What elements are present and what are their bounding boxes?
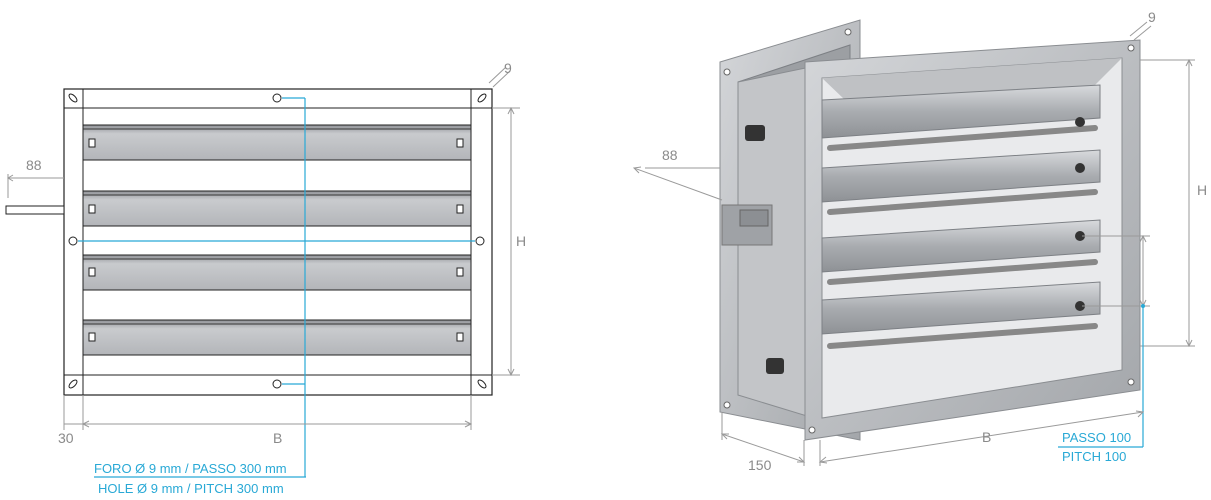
- blade: [82, 319, 472, 356]
- dim-88-label: 88: [26, 157, 42, 173]
- depth-dimension: 150: [720, 412, 806, 473]
- hole-pitch-leader: [78, 97, 475, 478]
- dim-h-iso-label: H: [1197, 182, 1207, 198]
- flange-dimension: 9: [1129, 9, 1156, 41]
- shaft-dimension: 88: [632, 147, 723, 201]
- width-dimension: B: [818, 410, 1145, 466]
- hole-note-it: FORO Ø 9 mm / PASSO 300 mm: [94, 461, 287, 476]
- pitch-note-en: PITCH 100: [1062, 449, 1126, 464]
- dim-9-label: 9: [504, 60, 512, 76]
- blade: [82, 254, 472, 291]
- linkage-arm: [745, 125, 765, 141]
- dim-b-iso-label: B: [982, 429, 991, 445]
- shaft: [5, 205, 65, 215]
- mounting-hole-icon: [723, 28, 1135, 434]
- mounting-hole-icon: [68, 93, 485, 389]
- blade: [821, 84, 1101, 151]
- blade: [821, 281, 1101, 349]
- isometric-view: 88 9 H PASSO 100 PITCH: [632, 9, 1207, 473]
- shaft-dimension: 88: [7, 157, 64, 198]
- dim-88-iso-label: 88: [662, 147, 678, 163]
- hole-note-en: HOLE Ø 9 mm / PITCH 300 mm: [98, 481, 284, 496]
- front-view: FORO Ø 9 mm / PASSO 300 mm HOLE Ø 9 mm /…: [5, 60, 526, 496]
- blade: [82, 124, 472, 161]
- flange-dimension: 9: [488, 60, 512, 88]
- linkage-arm: [766, 358, 784, 374]
- dim-9-iso-label: 9: [1148, 9, 1156, 25]
- height-dimension: H: [1140, 58, 1207, 348]
- shaft: [739, 209, 769, 227]
- dim-150-label: 150: [748, 457, 772, 473]
- pitch-dimension: [1058, 234, 1150, 448]
- blade: [82, 190, 472, 227]
- corner-slot-icon: [68, 93, 487, 389]
- blade: [821, 219, 1101, 285]
- dim-h-label: H: [516, 233, 526, 249]
- dim-30-label: 30: [58, 430, 74, 446]
- blade: [821, 149, 1101, 215]
- height-dimension: H: [492, 106, 526, 377]
- width-dimension: 30 B: [58, 395, 473, 446]
- pitch-note-it: PASSO 100: [1062, 430, 1131, 445]
- dim-b-label: B: [273, 430, 282, 446]
